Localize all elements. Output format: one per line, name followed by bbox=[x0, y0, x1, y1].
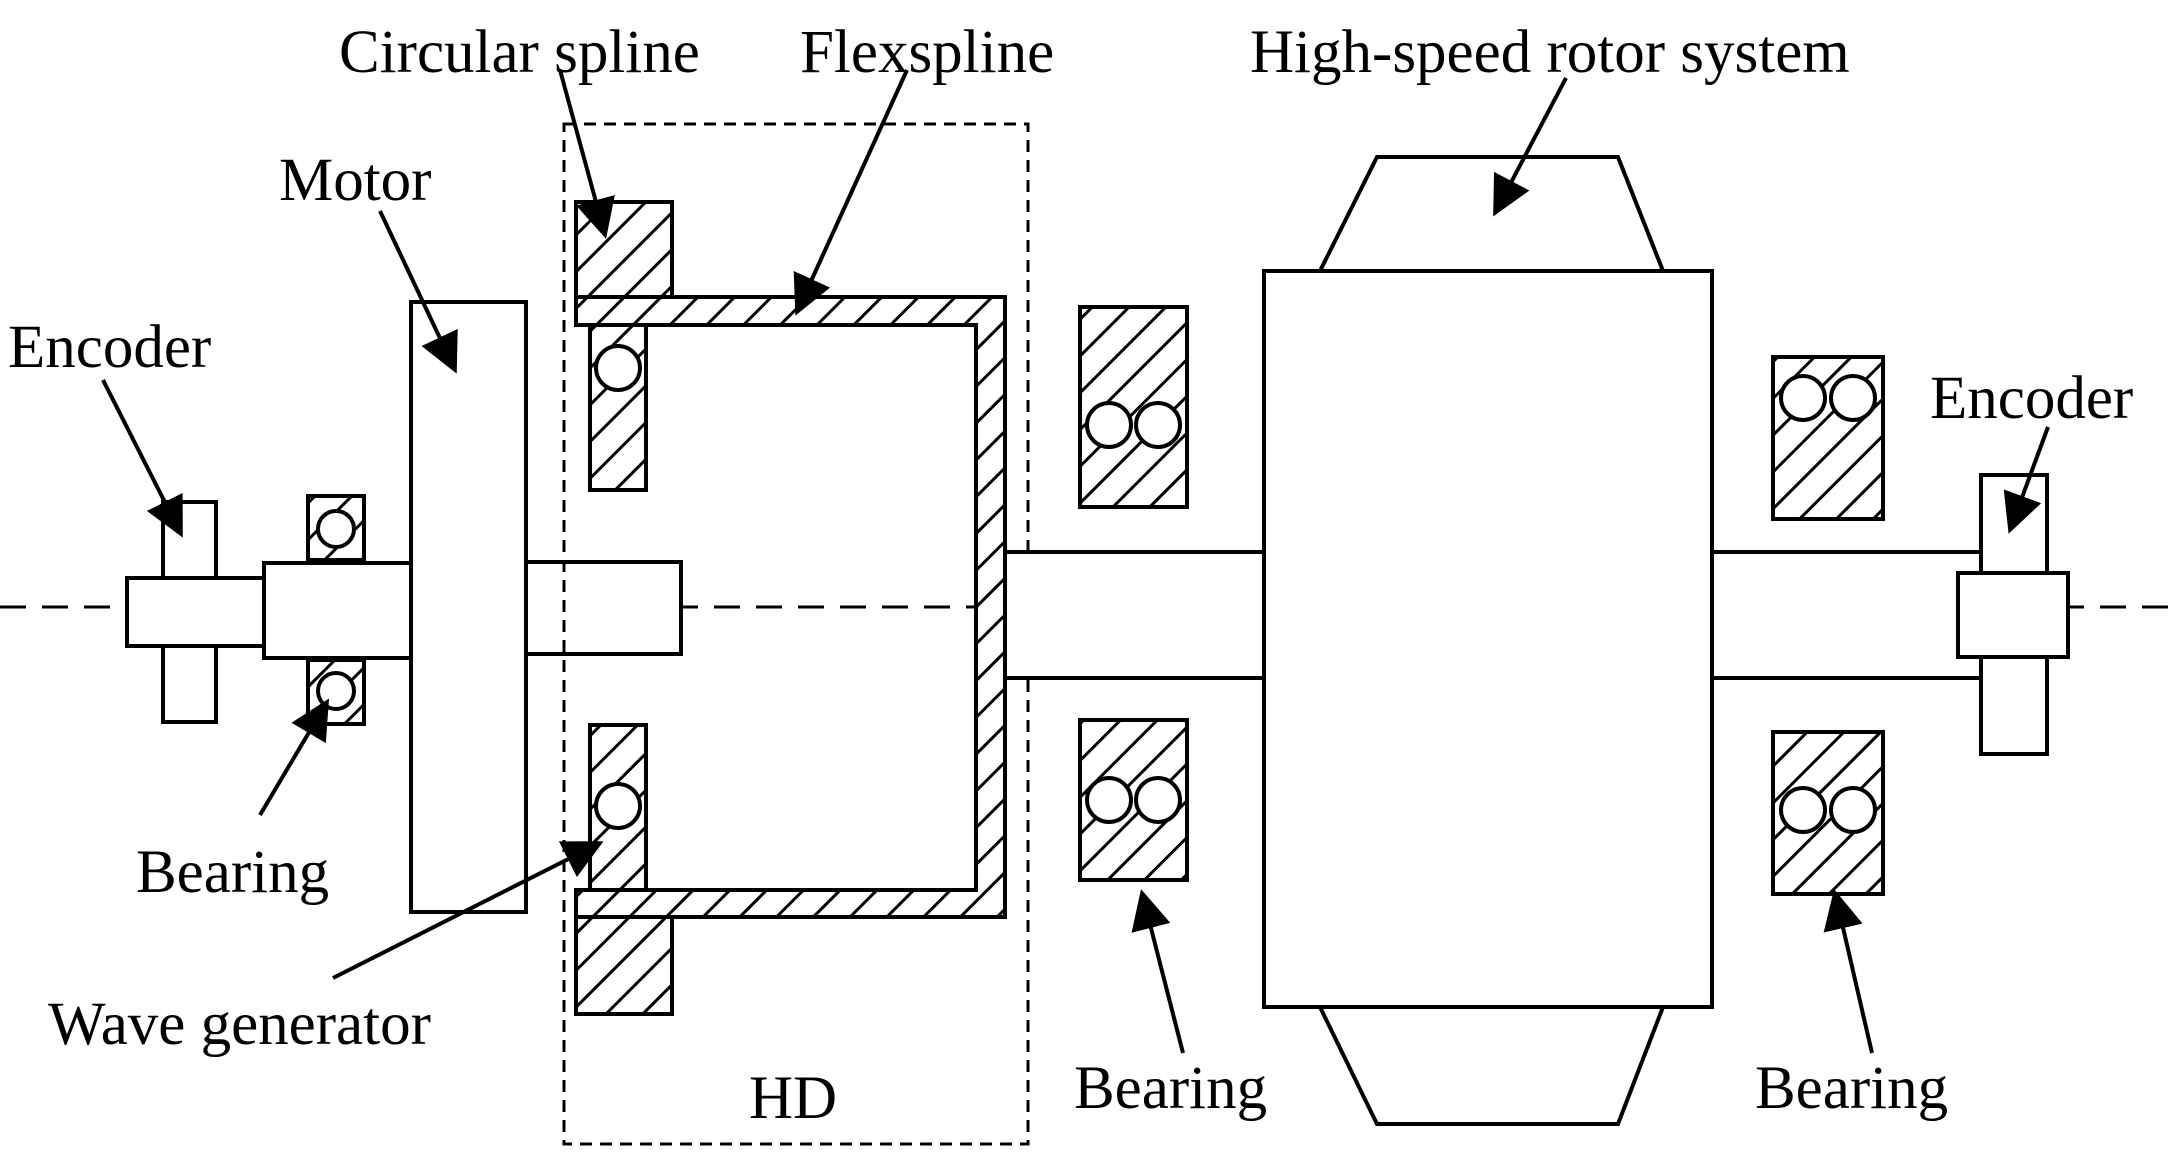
label-bearing-right: Bearing bbox=[1755, 1055, 1948, 1122]
middle-bearing bbox=[1078, 305, 1189, 882]
label-high-speed-rotor-system: High-speed rotor system bbox=[1250, 19, 1850, 86]
motor bbox=[409, 300, 528, 914]
label-wave-generator: Wave generator bbox=[48, 991, 431, 1058]
label-flexspline: Flexspline bbox=[800, 19, 1054, 86]
label-hd: HD bbox=[749, 1065, 837, 1132]
wave-generator-bearing bbox=[588, 323, 648, 892]
label-motor: Motor bbox=[279, 147, 432, 214]
flexspline bbox=[574, 295, 1007, 919]
label-encoder-right: Encoder bbox=[1930, 365, 2133, 432]
high-speed-rotor bbox=[1262, 155, 1714, 1126]
right-bearing bbox=[1771, 355, 1885, 896]
hd-boundary bbox=[562, 122, 1030, 1146]
circular-spline bbox=[574, 200, 674, 1016]
wave-generator-shaft bbox=[524, 560, 683, 656]
label-circular-spline: Circular spline bbox=[339, 19, 700, 86]
leader-arrows bbox=[101, 69, 2050, 1054]
label-encoder-left: Encoder bbox=[8, 314, 211, 381]
label-bearing-left: Bearing bbox=[136, 839, 329, 906]
left-encoder bbox=[125, 500, 266, 724]
label-bearing-middle: Bearing bbox=[1074, 1055, 1267, 1122]
motor-shaft bbox=[262, 561, 416, 660]
